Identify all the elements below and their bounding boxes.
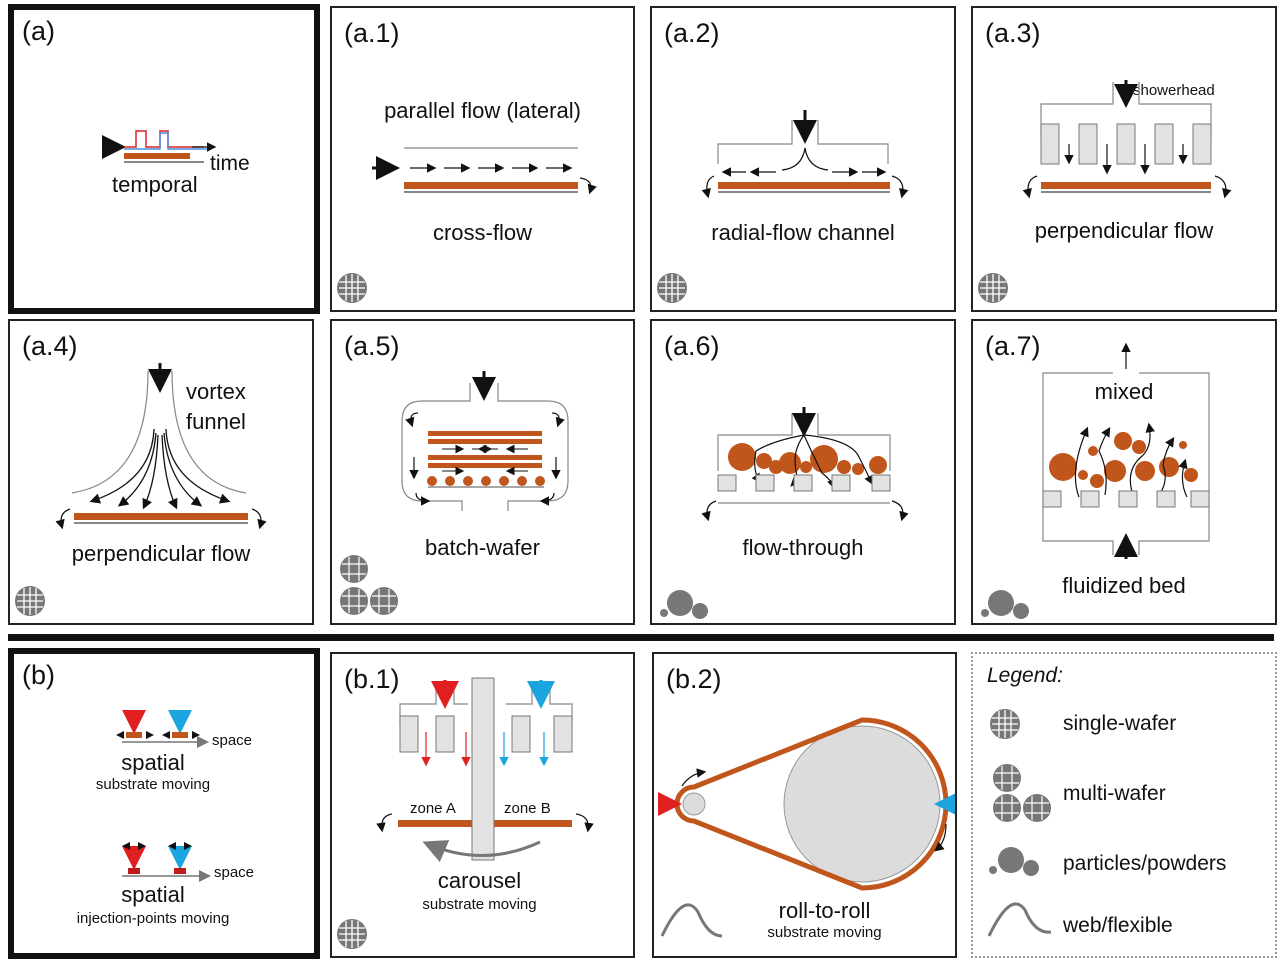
legend-label-particles: particles/powders bbox=[1063, 852, 1227, 875]
single-wafer-icon bbox=[990, 709, 1020, 739]
panel-caption: batch-wafer bbox=[425, 535, 540, 560]
legend-label-multi-wafer: multi-wafer bbox=[1063, 782, 1166, 805]
panel-caption: radial-flow channel bbox=[711, 220, 895, 245]
panel-a2-radial-flow: (a.2) radial-flow channel bbox=[650, 6, 956, 312]
spatial-sub-2: injection-points moving bbox=[76, 910, 230, 927]
panel-subcaption: substrate moving bbox=[767, 924, 882, 941]
particles-icon bbox=[660, 590, 708, 619]
temporal-schematic bbox=[102, 130, 217, 163]
multi-wafer-icon bbox=[340, 555, 398, 615]
vortex-funnel-schematic bbox=[55, 363, 267, 530]
panel-a7-fluidized-bed: (a.7) mixed fluidized bed bbox=[971, 319, 1277, 625]
panel-tag: (a) bbox=[22, 16, 55, 46]
panel-a3-showerhead: (a.3) showerhead perpendicular flow bbox=[971, 6, 1277, 312]
panel-caption: fluidized bed bbox=[1062, 573, 1186, 598]
panel-a6-flow-through: (a.6) flow-through bbox=[650, 319, 956, 625]
panel-b1-carousel: (b.1) zone A zone B carousel substrate m… bbox=[330, 652, 635, 958]
spatial-caption-1: spatial bbox=[121, 750, 185, 775]
showerhead-label: showerhead bbox=[1133, 82, 1215, 99]
panel-subcaption: substrate moving bbox=[422, 896, 537, 913]
panel-a4-vortex-funnel: (a.4) vortex funnel perpendicular flow bbox=[8, 319, 314, 625]
panel-tag: (a.3) bbox=[985, 18, 1041, 48]
space-axis-label-1: space bbox=[212, 732, 253, 749]
legend-label-single-wafer: single-wafer bbox=[1063, 712, 1177, 735]
single-wafer-icon bbox=[657, 273, 687, 303]
panel-caption: perpendicular flow bbox=[71, 541, 251, 566]
panel-tag: (a.5) bbox=[344, 331, 400, 361]
spatial-schematic bbox=[116, 710, 211, 882]
panel-caption: temporal bbox=[112, 172, 198, 197]
legend-label-web-flexible: web/flexible bbox=[1063, 914, 1173, 937]
panel-tag: (a.1) bbox=[344, 18, 400, 48]
single-wafer-icon bbox=[337, 919, 367, 949]
batch-wafer-schematic bbox=[401, 371, 569, 511]
single-wafer-icon bbox=[15, 586, 45, 616]
parallel-flow-label: parallel flow (lateral) bbox=[384, 98, 581, 123]
panel-caption: cross-flow bbox=[432, 220, 532, 245]
single-wafer-icon bbox=[978, 273, 1008, 303]
panel-tag: (a.6) bbox=[664, 331, 720, 361]
panel-tag: (a.2) bbox=[664, 18, 720, 48]
cross-flow-schematic bbox=[372, 147, 597, 195]
panel-a1-cross-flow: (a.1) parallel flow (lateral) cross-flow bbox=[330, 6, 635, 312]
fluidized-bed-schematic bbox=[1042, 342, 1210, 559]
panel-caption: flow-through bbox=[742, 535, 864, 560]
panel-tag: (b.1) bbox=[344, 664, 400, 694]
space-axis-label-2: space bbox=[214, 864, 255, 881]
roll-to-roll-schematic bbox=[658, 717, 955, 891]
panel-b2-roll-to-roll: (b.2) roll-to-roll substrate moving bbox=[652, 652, 957, 958]
panel-caption: roll-to-roll bbox=[778, 898, 871, 923]
panel-tag: (a.7) bbox=[985, 331, 1041, 361]
zone-b-label: zone B bbox=[504, 800, 551, 817]
mixed-label: mixed bbox=[1094, 379, 1154, 404]
panel-tag: (b.2) bbox=[666, 664, 722, 694]
radial-flow-schematic bbox=[701, 110, 909, 199]
web-flexible-icon bbox=[987, 902, 1052, 937]
showerhead-schematic bbox=[1022, 80, 1232, 199]
panel-b-spatial: (b) space spatial substrate moving space… bbox=[8, 648, 320, 959]
single-wafer-icon bbox=[337, 273, 367, 303]
particles-icon bbox=[989, 847, 1039, 876]
spatial-sub-1: substrate moving bbox=[95, 776, 211, 793]
vortex-label: vortex bbox=[186, 379, 246, 404]
particles-icon bbox=[981, 590, 1029, 619]
flow-through-schematic bbox=[701, 407, 909, 522]
section-divider bbox=[8, 634, 1274, 641]
panel-a5-batch-wafer: (a.5) batch-waf bbox=[330, 319, 635, 625]
zone-a-label: zone A bbox=[410, 800, 456, 817]
panel-a-temporal: (a) time temporal bbox=[8, 4, 320, 314]
panel-caption: carousel bbox=[437, 868, 522, 893]
funnel-label: funnel bbox=[186, 409, 246, 434]
time-axis-label: time bbox=[210, 152, 250, 175]
legend-title: Legend: bbox=[987, 664, 1063, 687]
multi-wafer-icon bbox=[993, 764, 1051, 822]
legend-box: Legend: single-wafer multi-wafer particl… bbox=[971, 652, 1277, 958]
carousel-schematic bbox=[376, 677, 594, 863]
panel-tag: (b) bbox=[22, 660, 55, 690]
web-flexible-icon bbox=[660, 903, 723, 938]
legend-icons bbox=[987, 709, 1052, 937]
spatial-caption-2: spatial bbox=[121, 882, 185, 907]
panel-caption: perpendicular flow bbox=[1034, 218, 1214, 243]
panel-tag: (a.4) bbox=[22, 331, 78, 361]
